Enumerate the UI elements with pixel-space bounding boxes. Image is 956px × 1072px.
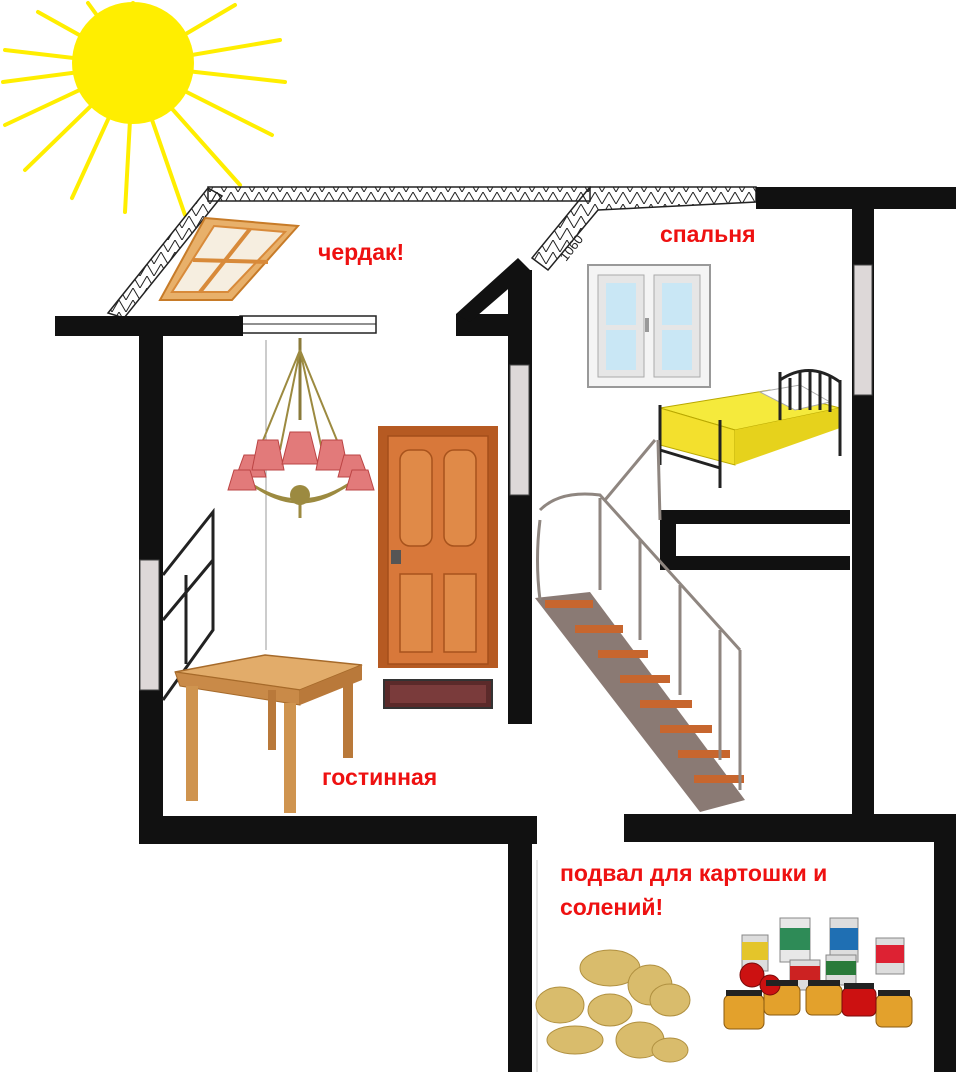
staircase-icon (535, 439, 745, 812)
cellar-label-line1: подвал для картошки и (560, 860, 827, 886)
bed-icon (658, 369, 842, 488)
walls (55, 187, 956, 1072)
door-icon (378, 426, 498, 668)
sun-icon (1, 1, 287, 217)
table-icon (174, 654, 363, 813)
window-icon (587, 264, 711, 388)
inner-window-opening (509, 364, 530, 496)
chandelier-icon (227, 338, 375, 518)
living-window-opening (139, 559, 160, 691)
living-room-label: гостинная (322, 764, 437, 790)
cellar-label-line2: солений! (560, 894, 663, 920)
attic-label: чердак! (318, 239, 404, 265)
bedroom-side-window-opening (853, 264, 873, 396)
bedroom-label: спальня (660, 221, 756, 247)
railing (161, 507, 215, 701)
preserve-jars-icon (723, 917, 913, 1030)
cellar-opening (537, 818, 623, 842)
doormat-icon (383, 679, 493, 709)
potatoes-icon (535, 949, 691, 1063)
skylight-window-icon (158, 216, 301, 301)
roof-truss: 1060 (106, 186, 757, 334)
